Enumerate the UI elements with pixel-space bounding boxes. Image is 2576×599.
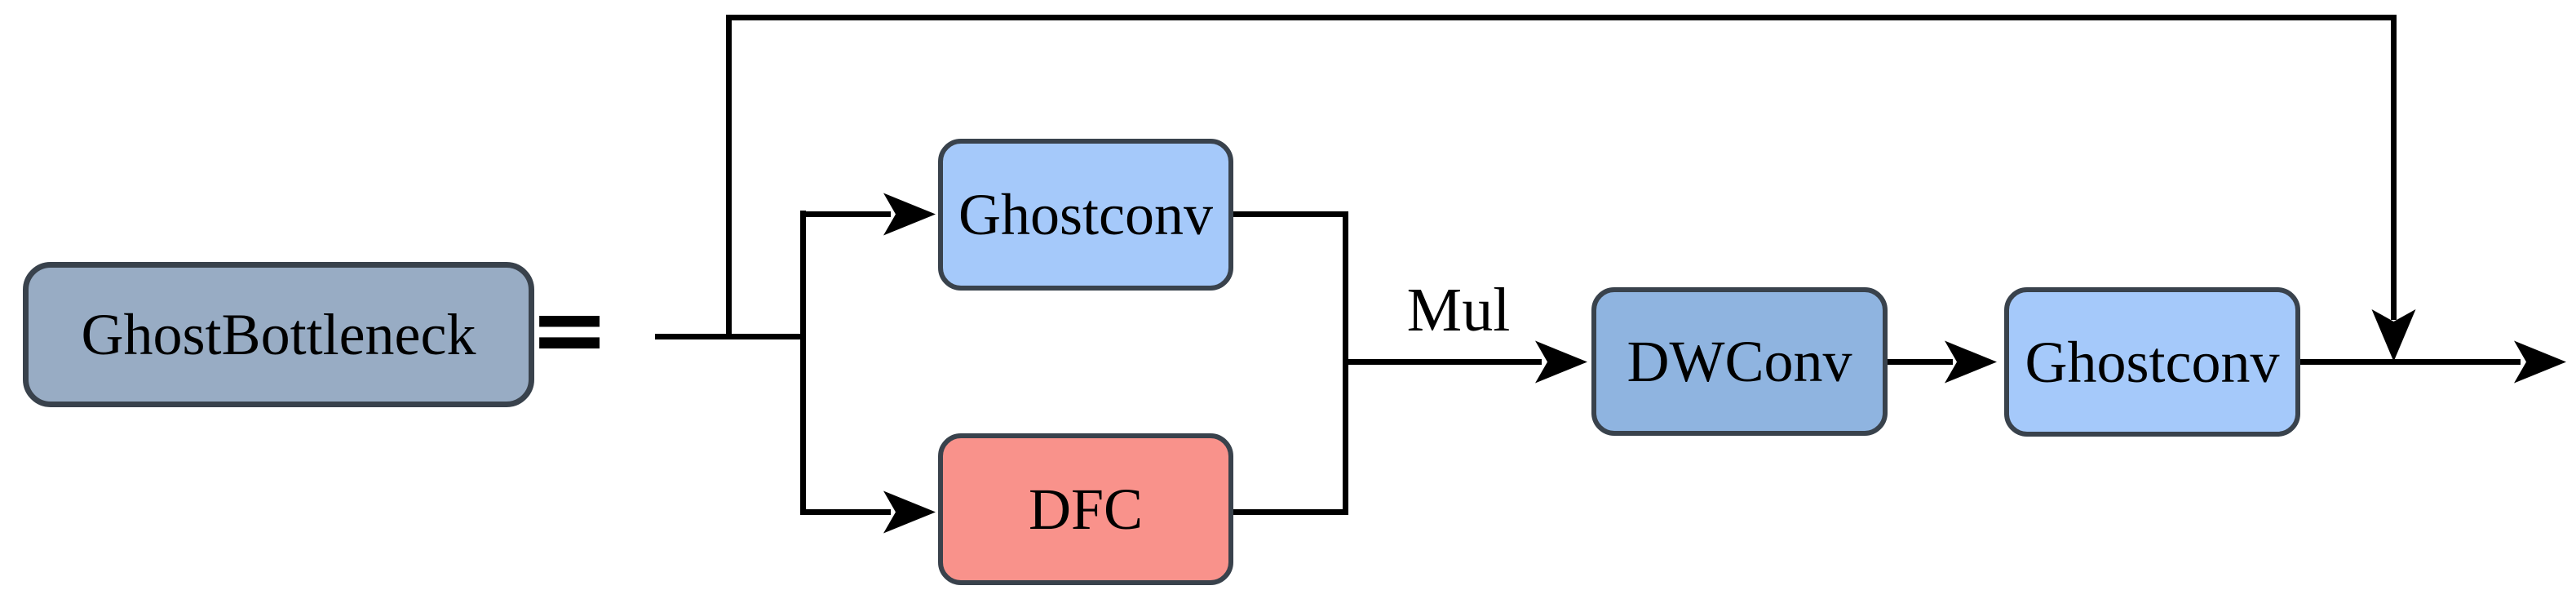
output-arrowhead-icon xyxy=(2514,340,2566,384)
node-ghostbottleneck-label: GhostBottleneck xyxy=(81,302,476,367)
mul-edge-label: Mul xyxy=(1377,276,1540,344)
node-ghostconv-top: Ghostconv xyxy=(938,139,1233,291)
node-dwconv: DWConv xyxy=(1591,287,1888,436)
node-dwconv-label: DWConv xyxy=(1627,329,1852,394)
dfc-arrowhead-icon xyxy=(883,490,936,534)
ghostconv2-arrowhead-icon xyxy=(1945,340,1997,384)
mul-edge-label-text: Mul xyxy=(1406,276,1511,344)
node-ghostconv-right-label: Ghostconv xyxy=(2025,329,2280,395)
equals-sign-label: = xyxy=(529,273,610,385)
equals-sign: = xyxy=(529,268,610,390)
skip-merge-arrowhead-icon xyxy=(2371,309,2416,362)
ghostconv1-arrowhead-icon xyxy=(883,193,936,236)
node-ghostbottleneck: GhostBottleneck xyxy=(23,262,534,407)
node-dfc: DFC xyxy=(938,433,1233,585)
dwconv-arrowhead-icon xyxy=(1535,340,1587,384)
node-ghostconv-right: Ghostconv xyxy=(2004,287,2300,437)
node-ghostconv-top-label: Ghostconv xyxy=(958,182,1213,247)
node-dfc-label: DFC xyxy=(1028,477,1144,542)
